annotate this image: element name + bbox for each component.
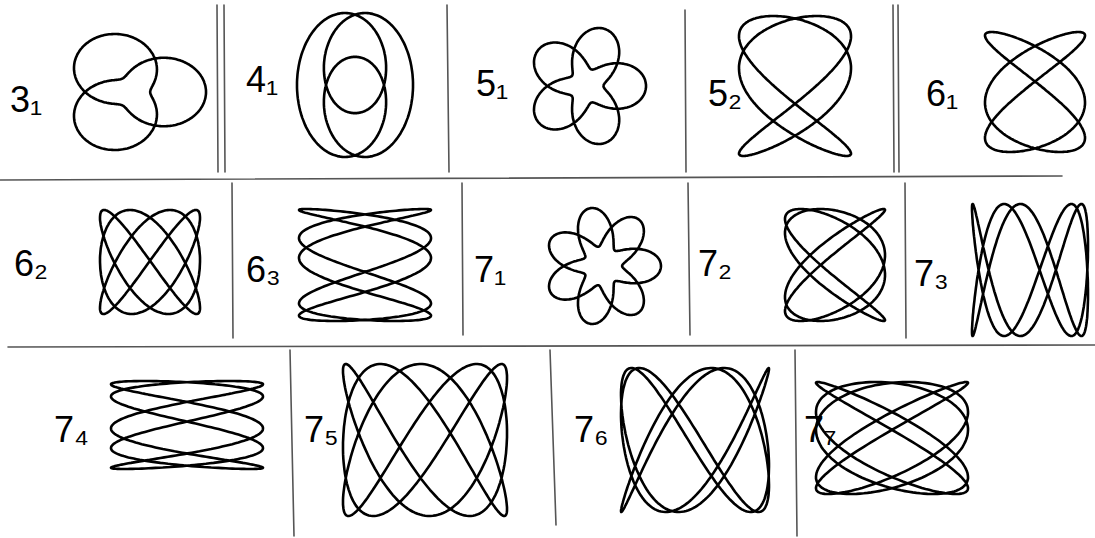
knot-label: 7₄ [54,412,89,448]
cell-divider [893,5,894,172]
knot-label: 6₃ [246,252,281,288]
knot-drawings [74,13,1088,516]
knot-label: 7₁ [474,252,506,288]
knot-label: 7₅ [304,412,339,448]
knot-label: 7₃ [914,256,949,292]
cell-divider [232,183,233,338]
grid-lines [0,5,1095,536]
cell-divider [462,183,463,335]
knot-diagram [739,16,851,156]
knot-diagram [111,381,263,469]
cell-divider [688,183,690,335]
knot-diagram [816,382,968,494]
cell-divider [795,350,797,536]
cell-divider [905,183,906,338]
cell-divider [550,350,556,525]
row-divider [0,176,1062,180]
knot-diagram [985,32,1085,152]
cell-divider [217,5,218,172]
cell-divider [447,5,449,172]
knot-diagram [621,368,769,512]
knot-label: 5₂ [708,76,742,112]
knot-diagram [972,204,1088,336]
knot-label: 5₁ [476,66,508,102]
knot-diagram [299,209,431,321]
row-divider [8,345,1095,347]
cell-divider [898,5,899,172]
knot-label: 6₂ [14,246,48,282]
knot-diagram [297,13,413,157]
knot-label: 7₇ [804,412,836,448]
cell-divider [290,350,294,536]
cell-divider [685,10,686,172]
knot-label: 4₁ [246,62,278,98]
knot-diagram [100,210,200,314]
knot-diagram [549,208,661,324]
knot-diagram [343,364,507,516]
knot-diagram [74,34,206,150]
knot-label: 7₆ [574,412,609,448]
knot-label: 7₂ [698,246,732,282]
knot-label: 3₁ [10,82,42,118]
cell-divider [224,5,225,172]
knot-diagram [534,28,646,144]
knot-label: 6₁ [926,76,958,112]
knot-diagram [785,209,885,321]
